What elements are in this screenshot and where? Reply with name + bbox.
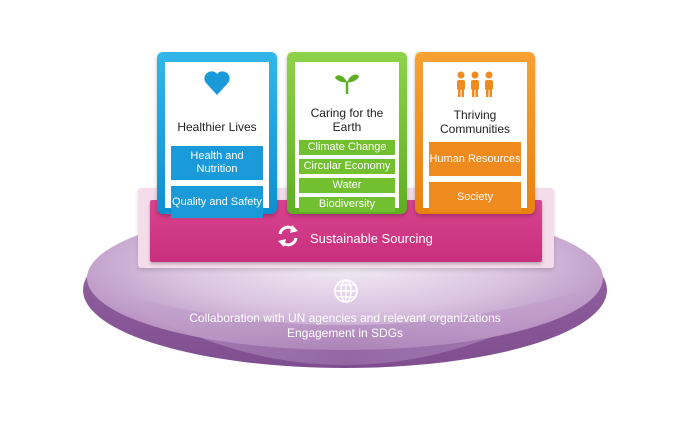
pillar-thriving-communities: Thriving Communities Human Resources Soc…: [415, 52, 535, 214]
people-icon: [457, 71, 493, 97]
sub-item-climate-change: Climate Change: [299, 140, 395, 155]
heart-icon: [204, 71, 230, 95]
sub-item-human-resources: Human Resources: [429, 142, 521, 176]
foundation-line-collaboration: Collaboration with UN agencies and relev…: [189, 311, 501, 325]
sprout-icon: [335, 74, 359, 94]
pillar-healthier-lives: Healthier Lives Health and Nutrition Qua…: [157, 52, 277, 218]
sub-item-circular-economy: Circular Economy: [299, 159, 395, 174]
foundation-line-sdgs: Engagement in SDGs: [286, 326, 404, 340]
sub-item-society: Society: [429, 182, 521, 212]
pillar-title: Caring for the Earth: [310, 106, 384, 134]
sub-item-health-nutrition: Health and Nutrition: [171, 146, 263, 180]
pillar-panel: Healthier Lives Health and Nutrition Qua…: [165, 62, 269, 218]
sub-item-quality-safety: Quality and Safety: [171, 186, 263, 218]
pillar-panel: Thriving Communities Human Resources Soc…: [423, 62, 527, 212]
pillar-title: Healthier Lives: [177, 120, 257, 134]
sub-item-biodiversity: Biodiversity: [299, 197, 395, 212]
platform-shade: [105, 290, 585, 365]
pillar-caring-earth: Caring for the Earth Climate Change Circ…: [287, 52, 407, 214]
sub-item-water: Water: [299, 178, 395, 193]
globe-icon: [334, 279, 358, 303]
pillar-panel: Caring for the Earth Climate Change Circ…: [295, 62, 399, 212]
recycle-icon: [278, 225, 298, 247]
pillar-title: Thriving Communities: [439, 108, 511, 136]
sourcing-label: Sustainable Sourcing: [310, 231, 433, 246]
